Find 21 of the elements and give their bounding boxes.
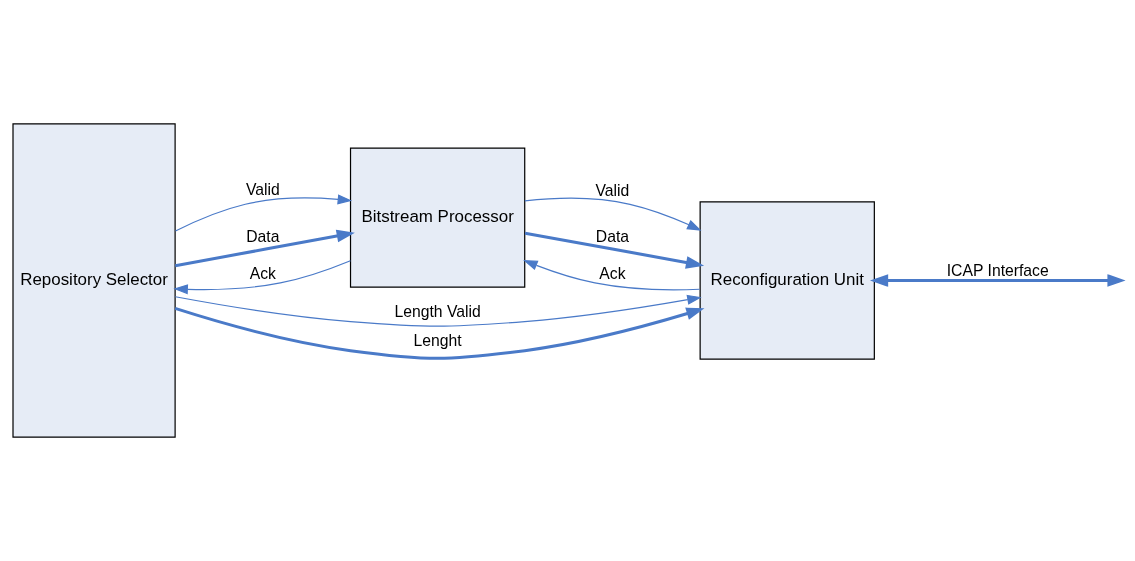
edge-label: Valid (595, 182, 630, 200)
edge-label: Data (246, 228, 280, 246)
arrow (870, 274, 1126, 287)
edge-label: Valid (245, 181, 280, 199)
edge-label: Length Valid (394, 303, 481, 321)
edge-label: Data (595, 228, 630, 246)
arrow (524, 197, 702, 231)
edge-label: ICAP Interface (946, 262, 1049, 280)
arrow (174, 229, 355, 268)
node-box: Bitstream Processor (349, 147, 526, 288)
arrow (174, 194, 353, 232)
node-box: Reconfiguration Unit (699, 201, 875, 360)
edge-label: Lenght (413, 332, 462, 350)
edge-label: Ack (249, 264, 276, 282)
arrow (524, 231, 705, 269)
arrow (173, 260, 352, 295)
arrow (174, 306, 705, 360)
arrow (523, 260, 701, 291)
node-box: Repository Selector (12, 123, 176, 438)
edge-label: Ack (599, 264, 626, 282)
arrow (174, 294, 702, 327)
